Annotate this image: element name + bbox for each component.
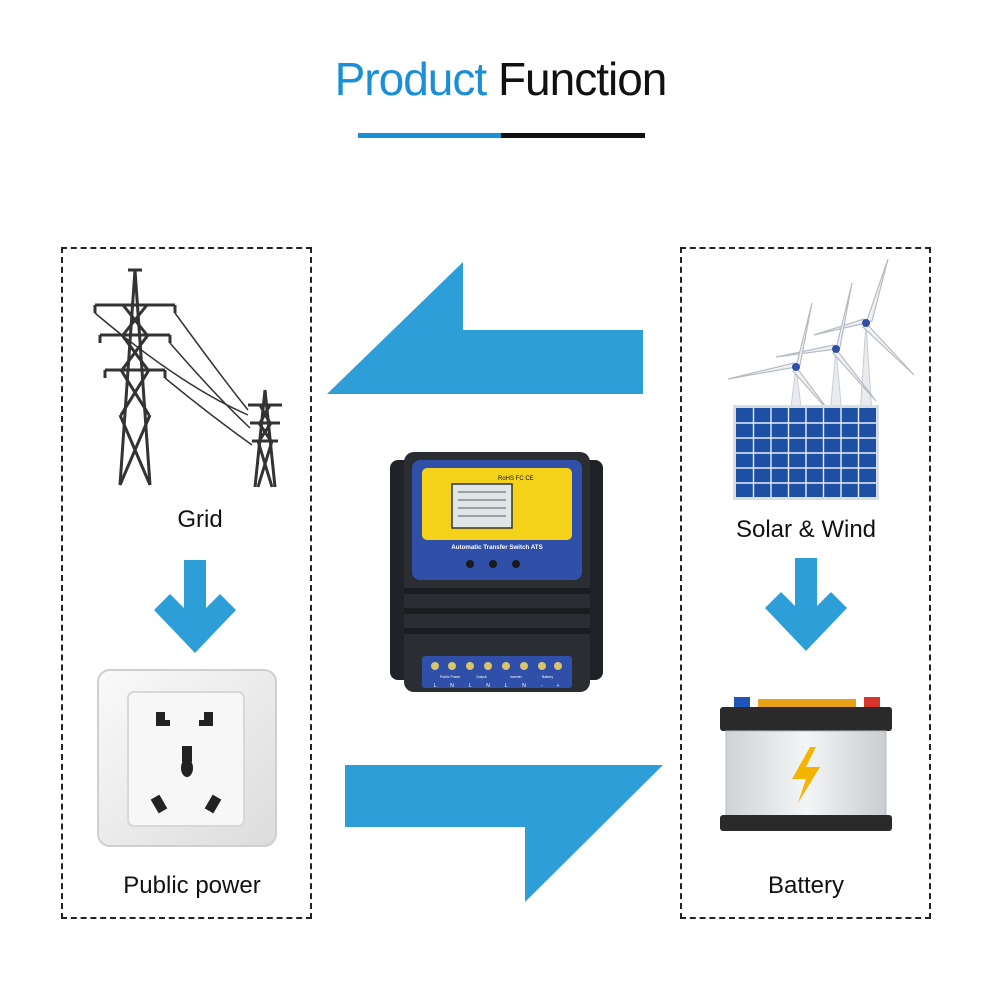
arrow-left-icon — [327, 262, 643, 394]
terminal-letter: L — [434, 683, 437, 689]
grid-label: Grid — [177, 506, 223, 533]
terminal-letter: L — [469, 683, 472, 689]
ats-device-image: RoHS FC CE Automatic Transfer Switch ATS… — [390, 452, 603, 692]
public-power-label: Public power — [123, 872, 261, 899]
grid-panel — [61, 247, 312, 919]
wind-turbine-icon — [727, 258, 915, 416]
title-underline-blue — [358, 133, 501, 138]
title-underline-black — [501, 133, 645, 138]
battery-icon — [720, 697, 892, 831]
solar-panel-icon — [733, 405, 879, 500]
terminal-letter: N — [522, 683, 526, 689]
renewable-panel — [680, 247, 931, 919]
title-product: Product — [334, 53, 488, 105]
terminal-label-output: Output — [476, 675, 487, 679]
title-function: Function — [497, 53, 667, 105]
power-tower-icon — [93, 268, 282, 488]
terminal-label-public-power: Public Power — [440, 675, 461, 679]
terminal-label-battery: Battery — [542, 675, 553, 679]
terminal-letter: L — [505, 683, 508, 689]
power-socket-icon — [97, 669, 277, 847]
terminal-label-inverter: Inverter — [510, 675, 523, 679]
device-cert-marks: RoHS FC CE — [498, 476, 534, 482]
device-name: Automatic Transfer Switch ATS — [451, 544, 542, 551]
arrow-down-left-icon — [154, 560, 236, 653]
page-title: Product Function — [0, 52, 1001, 106]
terminal-letter: - — [541, 683, 543, 689]
terminal-letter: N — [486, 683, 490, 689]
solar-wind-label: Solar & Wind — [735, 516, 877, 543]
arrow-right-icon — [345, 765, 663, 902]
terminal-letter: N — [450, 683, 454, 689]
arrow-down-right-icon — [765, 558, 847, 651]
terminal-letter: + — [557, 683, 560, 689]
battery-label: Battery — [767, 872, 845, 899]
